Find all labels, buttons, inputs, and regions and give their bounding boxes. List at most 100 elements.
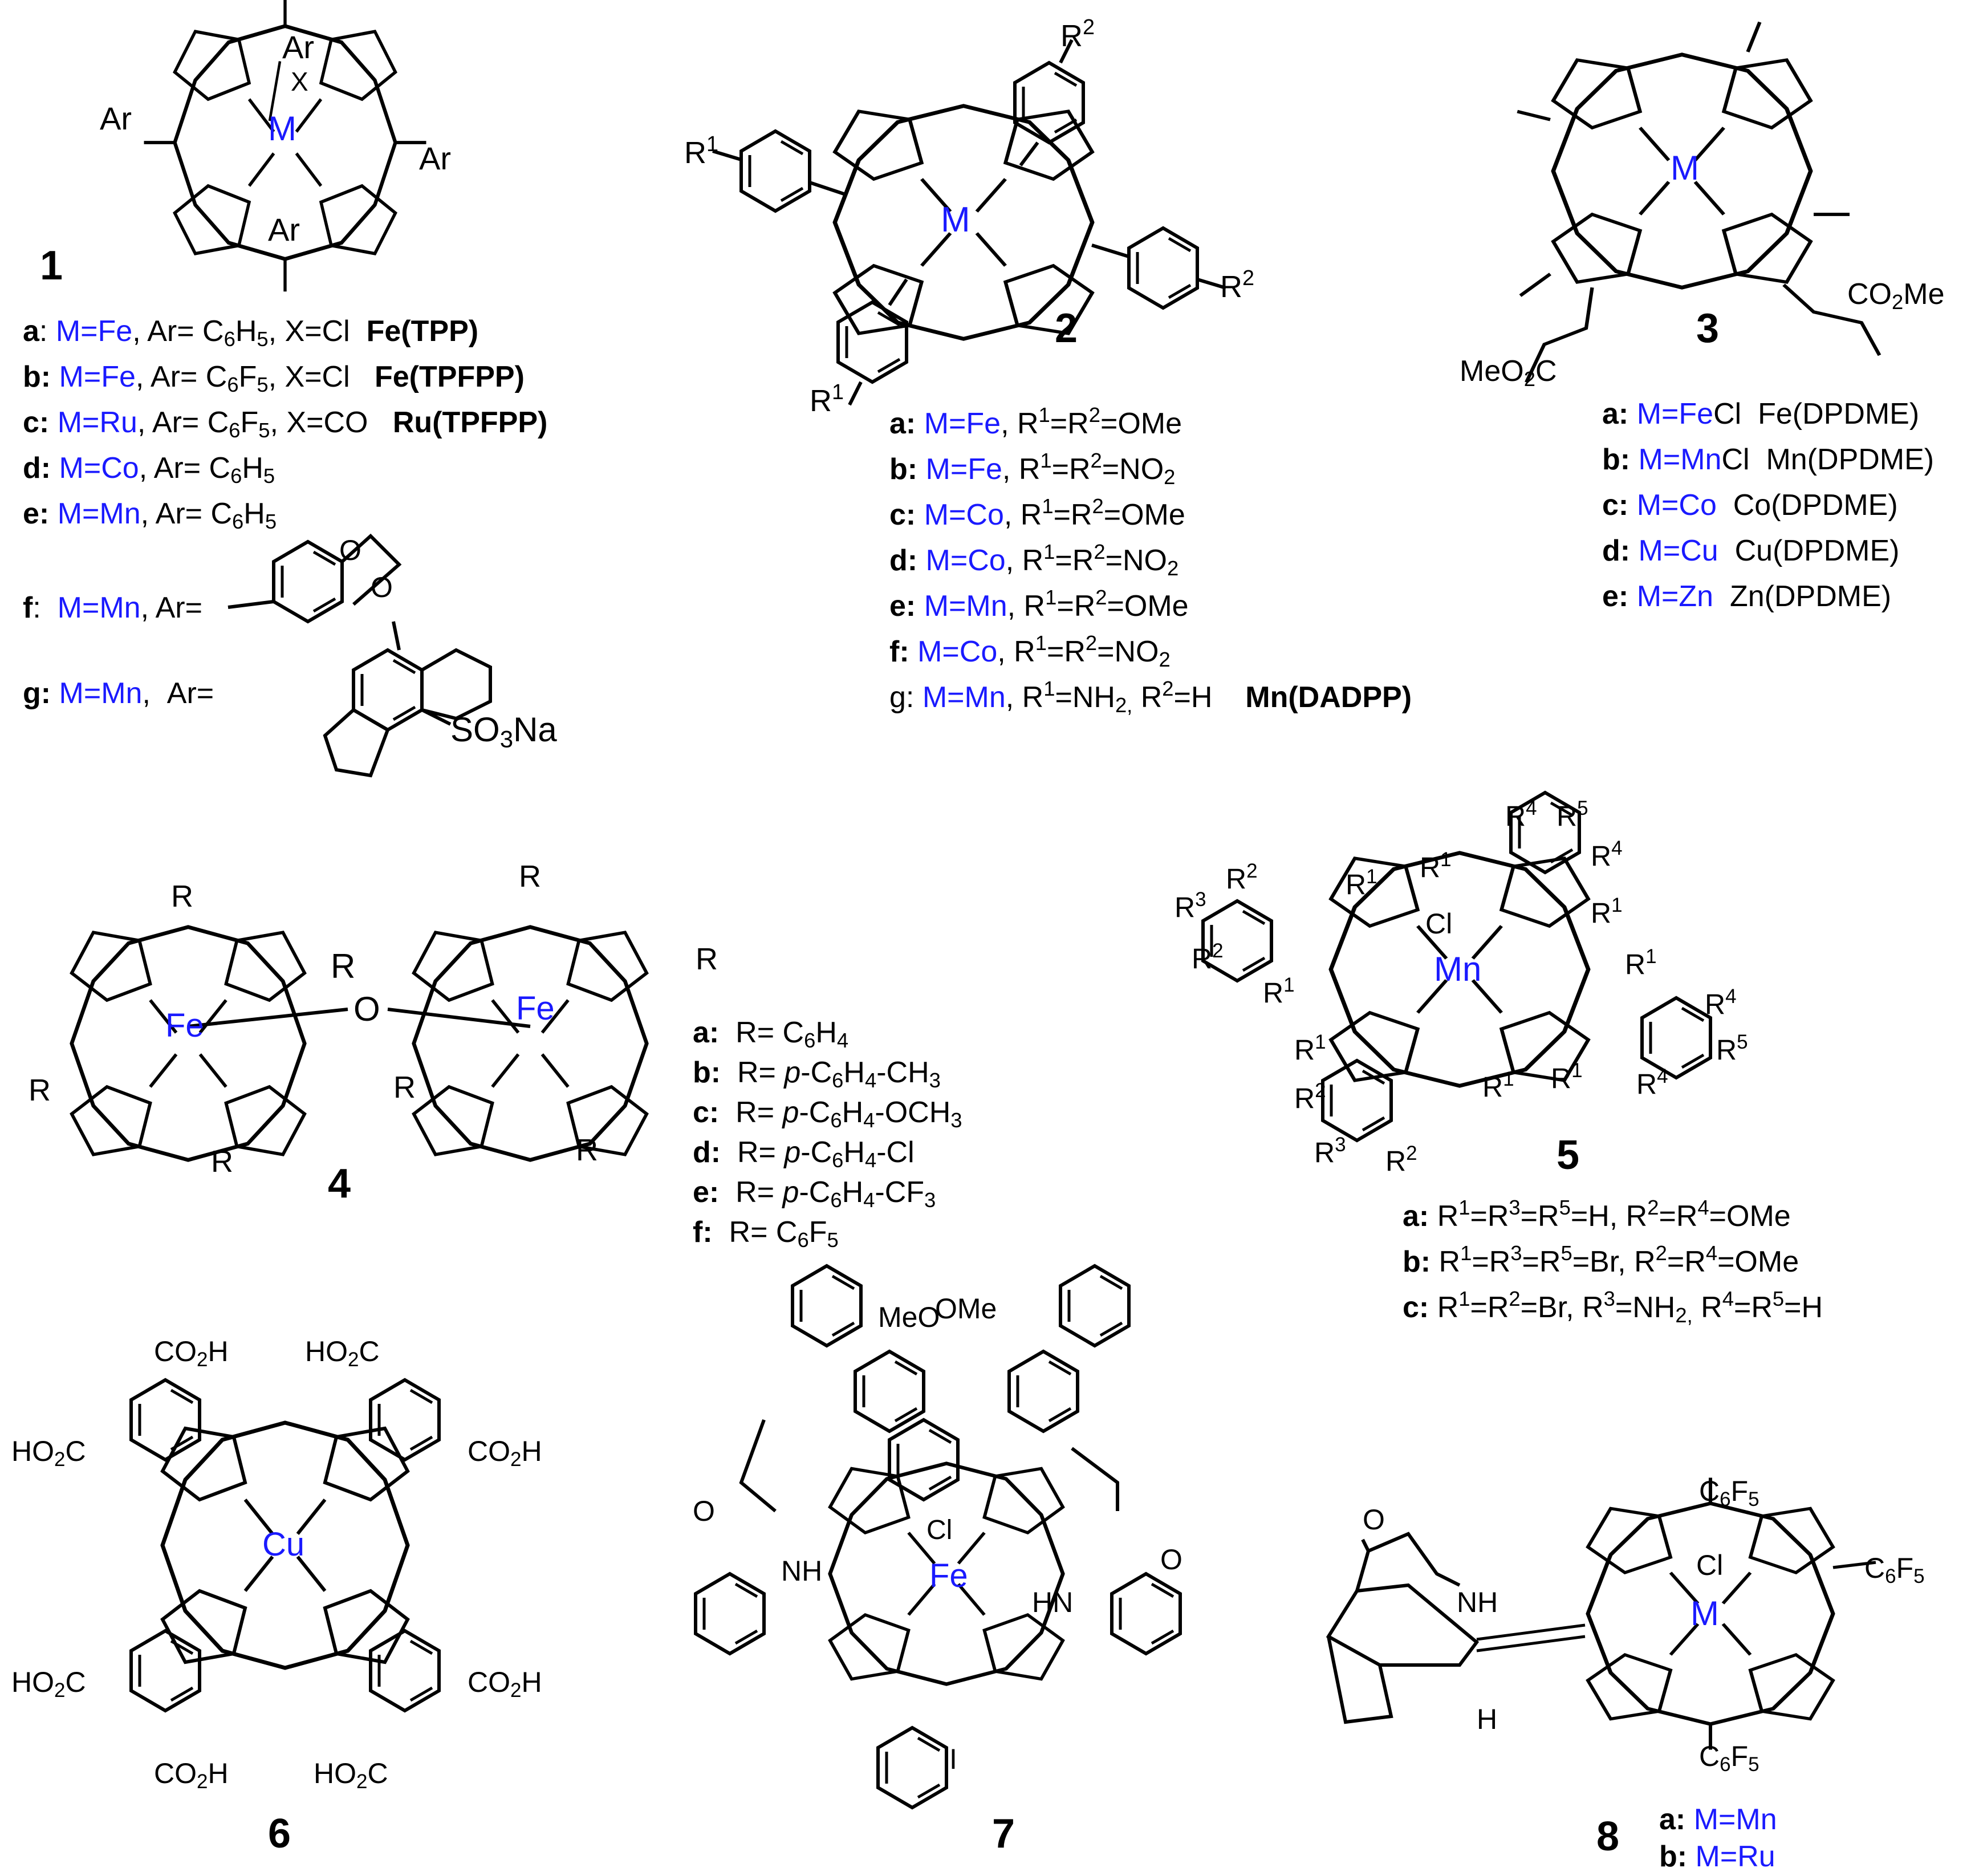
- c2-r2-right: R2: [1220, 266, 1255, 304]
- c5-r1-e: R1: [1263, 974, 1295, 1009]
- c8-metal-label: M: [1690, 1594, 1719, 1633]
- c3-metal-label: M: [1671, 149, 1699, 187]
- c1-variant-f: f: M=Mn, Ar=: [23, 591, 202, 624]
- c4-r-4: R: [211, 1144, 233, 1179]
- c7-amide-o-left: O: [693, 1495, 715, 1527]
- c7-amide-nh: NH: [781, 1555, 823, 1587]
- oxo-bridge-left: [188, 1008, 348, 1028]
- c4-r-7: R: [393, 1070, 416, 1105]
- oxo-bridge-right: [387, 1008, 531, 1028]
- c2-r1-bottom: R1: [810, 380, 844, 418]
- c4-variant-a: a: R= C6H4: [693, 1016, 849, 1053]
- c1g-sulfonate: SO3Na: [450, 710, 557, 753]
- c1f-oxygen-1: O: [339, 534, 361, 566]
- c7-iodo: I: [949, 1743, 957, 1775]
- c2-variant-g: g: M=Mn, R1=NH2, R2=H Mn(DADPP): [889, 677, 1412, 717]
- compound-4-right-porphyrin: [414, 927, 647, 1160]
- c7-amide-hn: HN: [1032, 1586, 1074, 1618]
- compound-8-structure: [1588, 1477, 1876, 1750]
- c3-variant-a: a: M=FeCl Fe(DPDME): [1602, 397, 1920, 431]
- c1-variant-c: c: M=Ru, Ar= C6F5, X=CO Ru(TPFPP): [23, 406, 548, 442]
- c5-variant-b: b: R1=R3=R5=Br, R2=R4=OMe: [1403, 1241, 1799, 1279]
- compound-2-aryl-groups: [712, 39, 1226, 406]
- c4-metal-left: Fe: [165, 1007, 204, 1044]
- c2-variant-e: e: M=Mn, R1=R2=OMe: [889, 586, 1189, 623]
- c5-r3-left: R3: [1175, 888, 1206, 924]
- c6-metal-label: Cu: [262, 1526, 305, 1563]
- c8-h: H: [1477, 1703, 1498, 1735]
- c4-variant-c: c: R= p-C6H4-OCH3: [693, 1096, 962, 1132]
- c7-axial-cl: Cl: [926, 1515, 953, 1545]
- c2-variant-f: f: M=Co, R1=R2=NO2: [889, 631, 1171, 672]
- c4-oxo-bridge: O: [353, 990, 380, 1028]
- c2-metal-label: M: [941, 200, 970, 239]
- c8-c6f5-top: C6F5: [1699, 1475, 1759, 1510]
- c4-number: 4: [328, 1161, 351, 1207]
- c5-r1-c: R1: [1591, 894, 1623, 929]
- compound-1-structure: [144, 0, 426, 292]
- c8-number: 8: [1596, 1814, 1620, 1859]
- c4-r-2: R: [331, 947, 356, 985]
- c4-r-5: R: [519, 859, 541, 894]
- c5-r2-bottom-left: R2: [1294, 1079, 1326, 1115]
- c6-acid-3: HO2C: [11, 1435, 86, 1471]
- compound-7-strap: [696, 1266, 1180, 1808]
- c8-c6f5-right: C6F5: [1864, 1552, 1925, 1587]
- c5-variant-a: a: R1=R3=R5=H, R2=R4=OMe: [1403, 1196, 1791, 1233]
- c1-axial-x: X: [291, 67, 308, 96]
- c4-metal-right: Fe: [516, 990, 555, 1027]
- c8-axial-cl: Cl: [1696, 1549, 1724, 1581]
- c8-variant-a: a: M=Mn: [1659, 1803, 1777, 1836]
- c6-number: 6: [268, 1811, 291, 1857]
- c2-variant-c: c: M=Co, R1=R2=OMe: [889, 494, 1185, 532]
- c5-r3-bottom: R3: [1314, 1134, 1346, 1169]
- c2-variant-a: a: M=Fe, R1=R2=OMe: [889, 403, 1182, 441]
- compound-1f-benzodioxole: [227, 533, 402, 622]
- c5-r1-b: R1: [1420, 848, 1452, 884]
- c3-ester-right: CO2Me: [1847, 278, 1945, 314]
- c7-number: 7: [992, 1811, 1015, 1857]
- c7-ome-2: OMe: [935, 1293, 997, 1325]
- c6-acid-5: HO2C: [11, 1666, 86, 1702]
- c5-variant-c: c: R1=R2=Br, R3=NH2, R4=R5=H: [1403, 1287, 1823, 1327]
- c6-acid-2: HO2C: [305, 1335, 380, 1371]
- c6-acid-7: CO2H: [154, 1757, 229, 1793]
- c1-variant-a: a: M=Fe, Ar= C6H5, X=Cl Fe(TPP): [23, 315, 479, 351]
- c5-r4-right-top: R4: [1705, 985, 1737, 1021]
- c7-ome-1: MeO: [878, 1301, 940, 1333]
- c5-r1-h: R1: [1551, 1059, 1583, 1095]
- c8-c6f5-bottom: C6F5: [1699, 1740, 1759, 1776]
- c4-r-6: R: [696, 942, 718, 976]
- c3-variant-d: d: M=Cu Cu(DPDME): [1602, 534, 1900, 567]
- c3-variant-c: c: M=Co Co(DPDME): [1602, 489, 1898, 522]
- c5-r2-left-bottom: R2: [1192, 940, 1224, 975]
- c4-variant-b: b: R= p-C6H4-CH3: [693, 1056, 941, 1093]
- c3-variant-b: b: M=MnCl Mn(DPDME): [1602, 443, 1935, 476]
- c3-number: 3: [1696, 306, 1720, 351]
- c7-metal-label: Fe: [929, 1557, 968, 1594]
- c7-amide-o-right: O: [1160, 1544, 1182, 1575]
- c5-r2-left-top: R2: [1226, 860, 1258, 895]
- c4-r-8: R: [576, 1133, 598, 1167]
- aryl-ring-upper-left: [741, 131, 810, 211]
- c1-ar-left: Ar: [100, 100, 132, 136]
- c1-ar-top: Ar: [282, 29, 314, 65]
- c5-axial-cl: Cl: [1425, 908, 1453, 940]
- c1-ar-right: Ar: [419, 140, 451, 176]
- c6-acid-6: CO2H: [468, 1666, 542, 1702]
- c5-r4-right-bottom: R4: [1636, 1065, 1668, 1101]
- c5-r2-bottom-right: R2: [1385, 1142, 1417, 1177]
- c5-metal-label: Mn: [1434, 950, 1482, 988]
- c6-acid-4: CO2H: [468, 1435, 542, 1471]
- c1-ar-bottom: Ar: [268, 212, 300, 247]
- c1-variant-d: d: M=Co, Ar= C6H5: [23, 452, 275, 488]
- c1-metal-label: M: [268, 109, 296, 148]
- c2-number: 2: [1055, 306, 1078, 351]
- c1-variant-g: g: M=Mn, Ar=: [23, 677, 214, 710]
- c8-lactam-o: O: [1363, 1504, 1385, 1536]
- c8-variant-b: b: M=Ru: [1659, 1840, 1775, 1873]
- c5-r1-g: R1: [1482, 1068, 1514, 1103]
- c4-r-3: R: [29, 1073, 51, 1107]
